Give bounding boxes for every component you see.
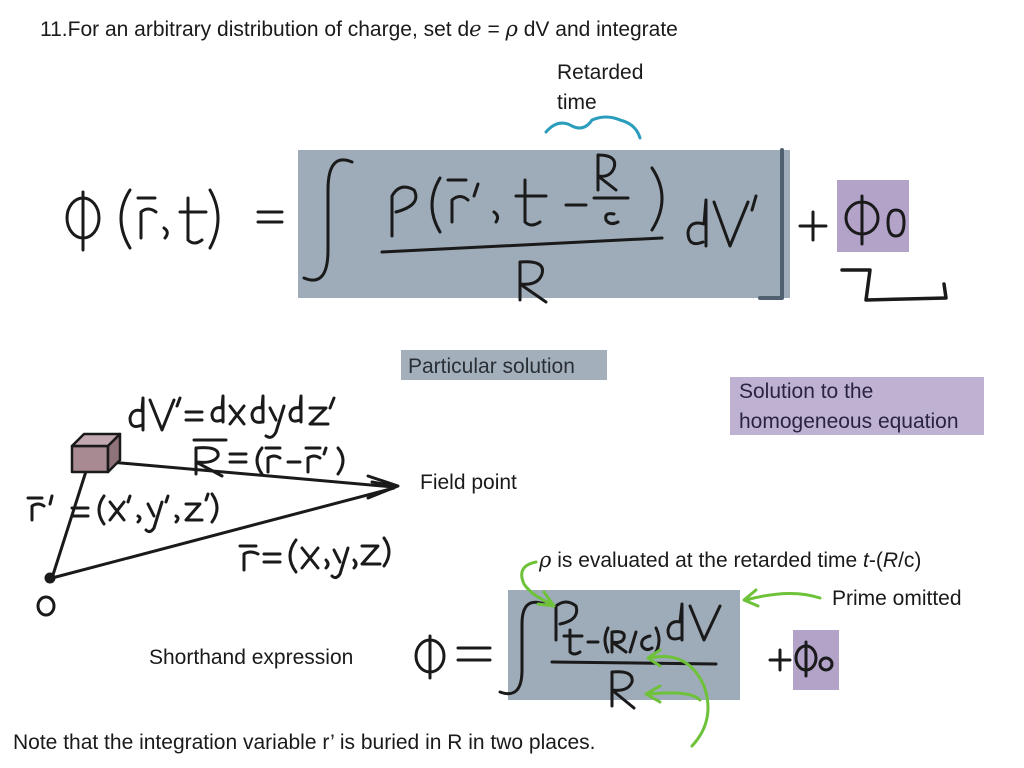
- numerator-ink: [390, 153, 664, 238]
- prime-omitted-label: Prime omitted: [832, 587, 962, 610]
- heading-equals: =: [481, 18, 506, 41]
- volume-element-box: [70, 432, 122, 474]
- rho-note-symbol: ρ: [539, 548, 552, 572]
- heading-text-prefix: 11.For an arbitrary distribution of char…: [40, 18, 470, 41]
- R-vector-definition: [192, 438, 345, 478]
- shorthand-phi: [414, 634, 446, 680]
- particular-solution-label: Particular solution: [408, 355, 575, 378]
- shorthand-denominator-R: [610, 670, 636, 710]
- origin-label: [36, 595, 56, 617]
- shorthand-integral: [498, 600, 546, 696]
- rho-note-R: R: [882, 549, 899, 572]
- heading-rho-symbol: ρ: [505, 17, 518, 41]
- denominator-R: [518, 260, 548, 304]
- phi-r-t-lhs: [65, 188, 284, 252]
- shorthand-phi-zero: [794, 640, 834, 678]
- fraction-bar: [380, 236, 664, 254]
- shorthand-label: Shorthand expression: [149, 646, 354, 669]
- phi-zero-ink: [844, 194, 906, 246]
- retarded-time-label-line2: time: [557, 91, 597, 114]
- particular-solution-highlight: [401, 350, 607, 380]
- r-vector: [50, 486, 396, 580]
- rho-note-text: is evaluated at the retarded time: [551, 549, 864, 572]
- heading-text-suffix: dV and integrate: [517, 18, 678, 41]
- shorthand-fraction-bar: [550, 660, 718, 666]
- r-prime-vector: [50, 463, 90, 580]
- prime-omitted-arrow: [744, 591, 822, 602]
- rho-note-arrow: [520, 560, 554, 606]
- R-vector-arrow: [108, 460, 396, 489]
- heading-e-symbol: e: [469, 17, 482, 41]
- slide-heading: 11.For an arbitrary distribution of char…: [40, 17, 678, 42]
- rho-note: ρ is evaluated at the retarded time t-(R…: [539, 548, 921, 573]
- dV-definition: [128, 394, 336, 439]
- homogeneous-highlight: [730, 377, 984, 435]
- rho-note-paren-open: -(: [868, 549, 883, 572]
- two-places-arrow-2: [648, 691, 702, 702]
- retarded-time-brace: [544, 115, 642, 140]
- field-point-label: Field point: [420, 471, 517, 494]
- homogeneous-label-line2: homogeneous equation: [739, 410, 959, 433]
- bottom-note: Note that the integration variable r’ is…: [13, 731, 596, 754]
- retarded-time-label-line1: Retarded: [557, 61, 644, 84]
- r-prime-definition: [26, 492, 219, 534]
- integral-highlight: [298, 150, 790, 298]
- dV-prime: [686, 194, 758, 248]
- phi-zero-highlight: [837, 180, 909, 252]
- r-definition: [238, 536, 391, 580]
- two-places-arrow-1: [648, 655, 710, 748]
- rho-note-t: t: [863, 549, 869, 572]
- homogeneous-label-line1: Solution to the: [739, 380, 874, 403]
- rho-note-paren-close: /c): [898, 549, 922, 572]
- integral-sign: [302, 158, 354, 282]
